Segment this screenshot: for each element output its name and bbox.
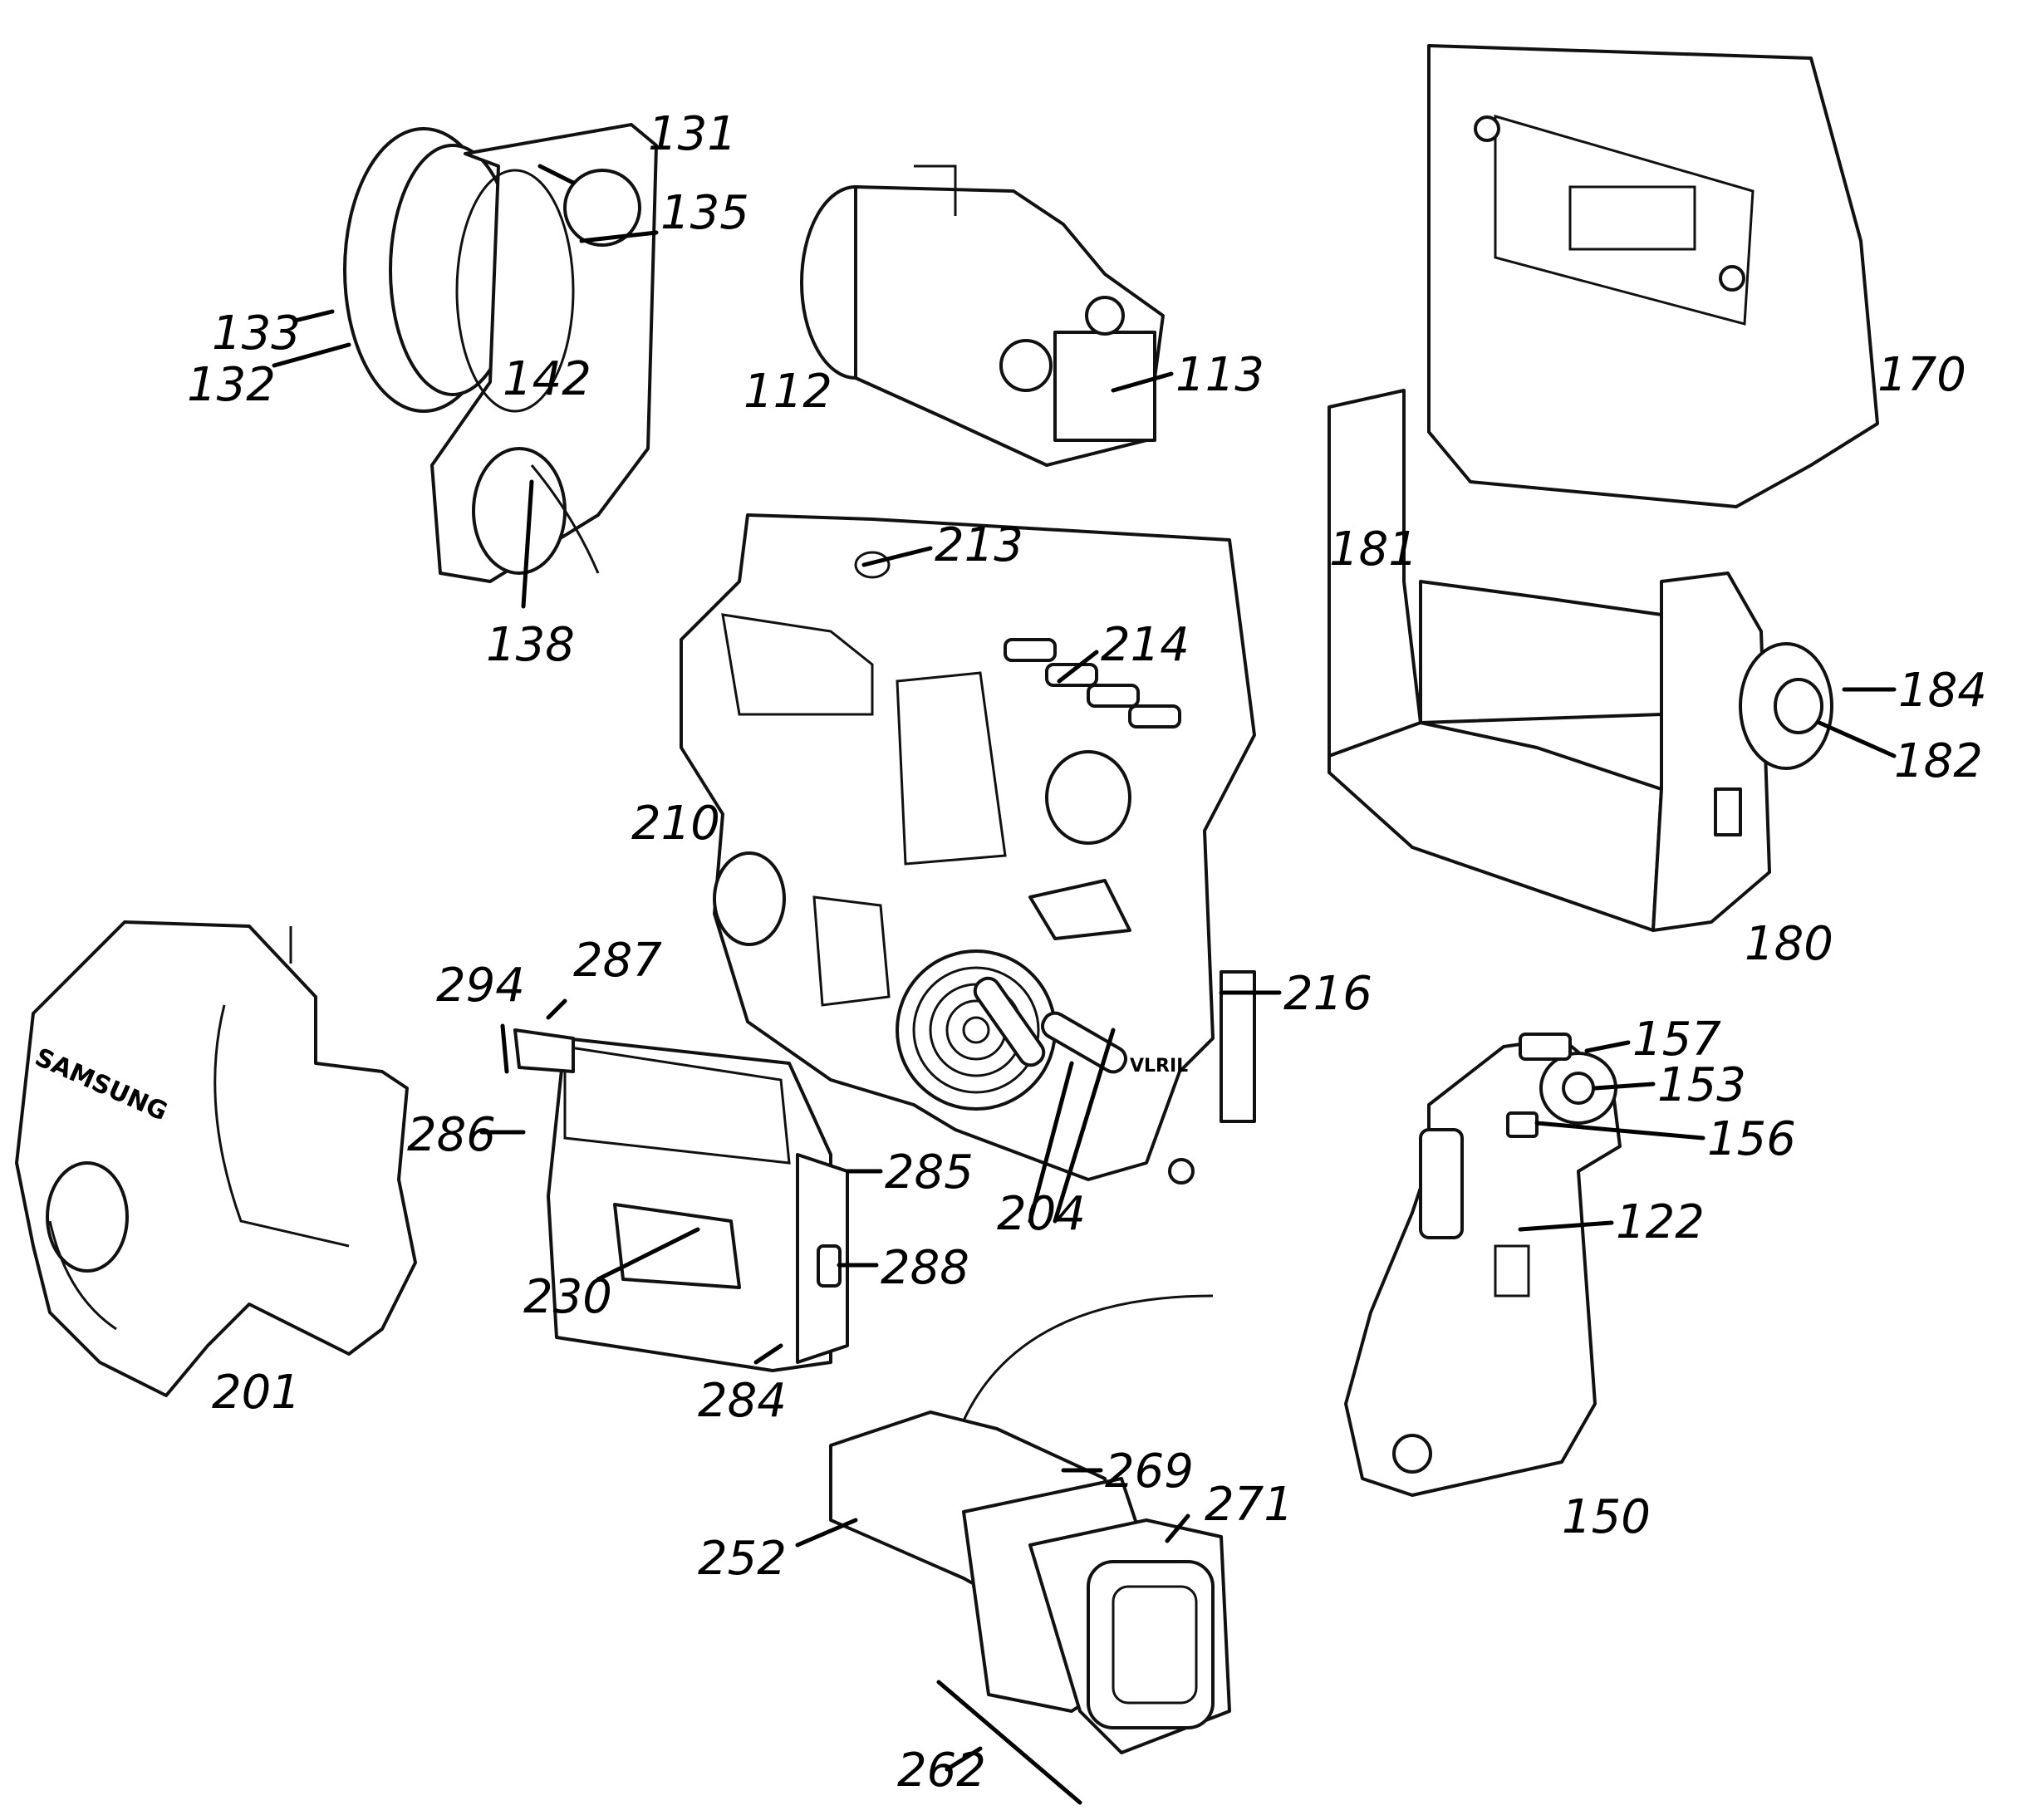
side-housing (1328, 389, 1833, 932)
label-287: 287 (573, 934, 662, 988)
label-184: 184 (1898, 664, 1987, 718)
label-216: 216 (1283, 967, 1372, 1021)
label-201: 201 (212, 1366, 301, 1420)
label-214: 214 (1101, 618, 1190, 672)
label-112: 112 (744, 365, 832, 419)
cassette-door (289, 926, 849, 1372)
label-284: 284 (698, 1374, 787, 1428)
label-252: 252 (698, 1532, 787, 1586)
leader-lines (272, 164, 1897, 1805)
viewfinder (829, 1294, 1231, 1754)
lens-ring-assembly (343, 123, 658, 583)
label-182: 182 (1894, 734, 1983, 788)
label-181: 181 (1329, 522, 1418, 576)
front-cover: SAMSUNG (15, 920, 417, 1397)
label-156: 156 (1707, 1112, 1796, 1166)
reference-numerals: 131 135 133 132 142 138 112 113 170 181 … (187, 107, 1987, 1798)
top-panel (1427, 44, 1879, 508)
lens-unit (800, 164, 1165, 467)
label-150: 150 (1562, 1490, 1651, 1544)
main-body: VLRIL (680, 513, 1256, 1185)
label-262: 262 (897, 1744, 986, 1798)
label-288: 288 (881, 1241, 969, 1295)
label-133: 133 (212, 307, 301, 361)
label-113: 113 (1175, 348, 1264, 402)
label-170: 170 (1877, 348, 1966, 402)
label-285: 285 (885, 1145, 974, 1199)
label-142: 142 (503, 352, 591, 406)
label-286: 286 (407, 1108, 496, 1162)
label-138: 138 (486, 618, 575, 672)
label-122: 122 (1616, 1195, 1705, 1249)
body-marking: VLRIL (1130, 1056, 1188, 1077)
label-204: 204 (997, 1187, 1086, 1241)
label-131: 131 (648, 107, 737, 161)
label-294: 294 (436, 959, 525, 1013)
label-157: 157 (1632, 1013, 1721, 1067)
label-269: 269 (1105, 1445, 1194, 1499)
label-153: 153 (1657, 1058, 1746, 1112)
label-230: 230 (523, 1270, 612, 1324)
label-213: 213 (935, 518, 1023, 572)
label-132: 132 (187, 358, 276, 412)
label-180: 180 (1745, 917, 1833, 971)
grip-frame (1344, 1033, 1622, 1497)
label-271: 271 (1205, 1478, 1293, 1532)
label-210: 210 (631, 797, 720, 851)
label-135: 135 (660, 186, 749, 240)
